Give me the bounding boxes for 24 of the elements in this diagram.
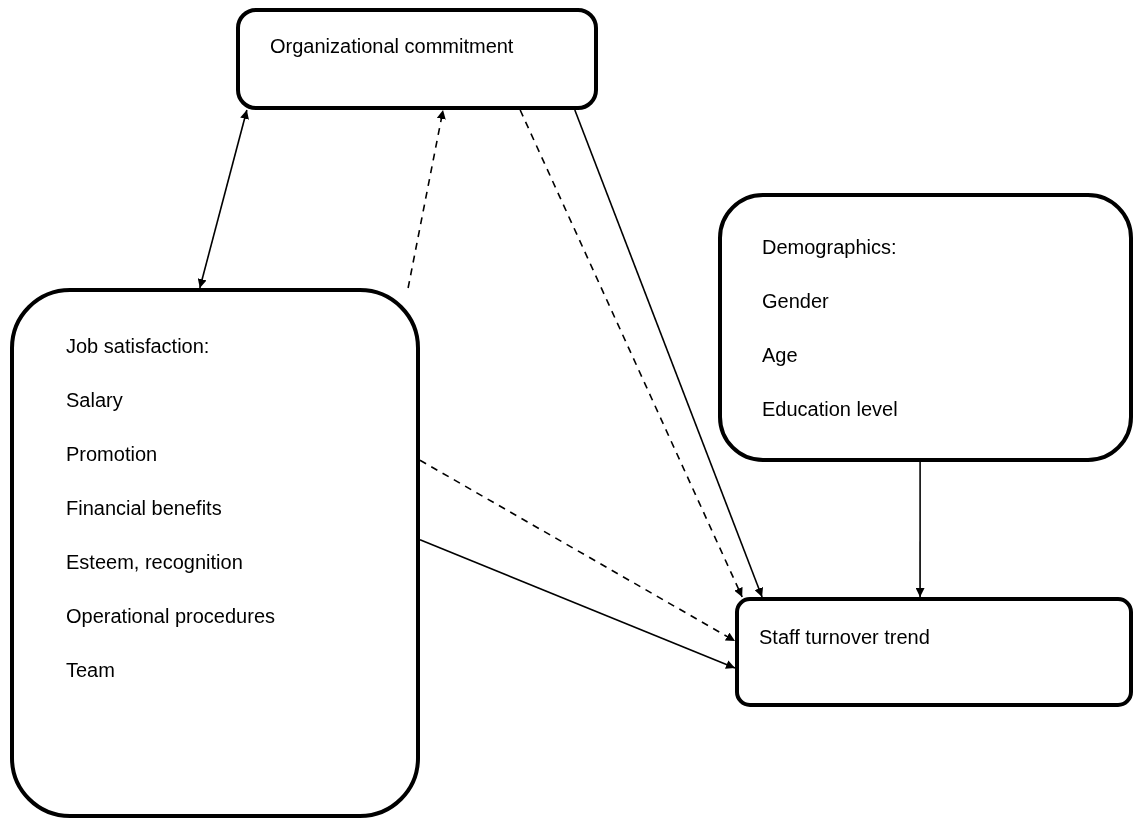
arrow (197, 109, 249, 289)
list-item: Promotion (66, 442, 158, 466)
list-item: Gender (762, 289, 829, 313)
arrow (915, 461, 925, 598)
list-item: Education level (762, 397, 898, 421)
box-heading: Organizational commitment (270, 34, 514, 58)
arrow (407, 109, 446, 289)
box-heading: Job satisfaction: (66, 334, 210, 358)
arrow (419, 538, 736, 669)
rounded-box (735, 597, 1133, 707)
rounded-box (718, 193, 1133, 462)
list-item: Operational procedures (66, 604, 275, 628)
list-item: Salary (66, 388, 123, 412)
arrow (519, 109, 743, 598)
arrow (574, 109, 764, 598)
list-item: Team (66, 658, 115, 682)
arrow (419, 459, 736, 642)
list-item: Esteem, recognition (66, 550, 243, 574)
rounded-box (236, 8, 598, 110)
list-item: Financial benefits (66, 496, 222, 520)
box-heading: Staff turnover trend (759, 625, 930, 649)
rounded-box (10, 288, 420, 818)
list-item: Age (762, 343, 798, 367)
box-heading: Demographics: (762, 235, 897, 259)
